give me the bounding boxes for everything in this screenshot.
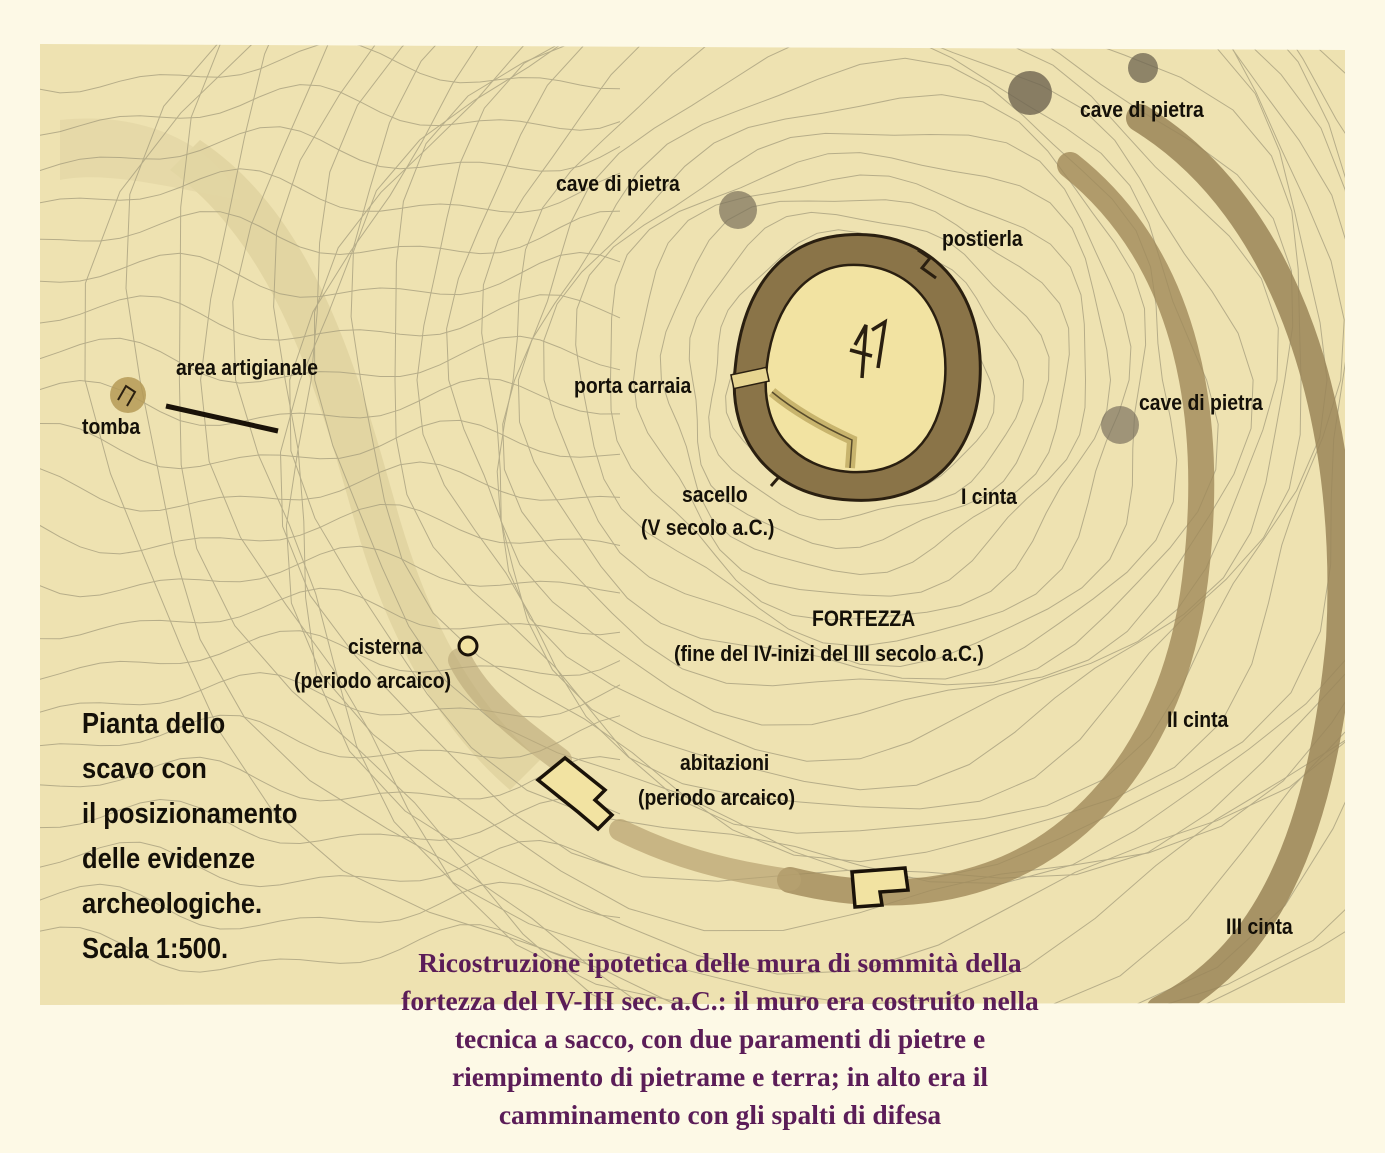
label-second-enclosure: II cinta [1167, 707, 1229, 732]
contour-line [40, 630, 621, 683]
legend-line: il posizionamento [82, 798, 298, 830]
contour-line [285, 44, 1345, 932]
contour-line [40, 881, 621, 930]
label-sacello-period: (V secolo a.C.) [641, 515, 775, 540]
tomb [110, 377, 146, 413]
contour-line [688, 211, 1050, 550]
label-sacello: sacello [682, 482, 748, 507]
contour-line [40, 798, 621, 845]
caption-line: camminamento con gli spalti di difesa [498, 1099, 942, 1130]
stone-quarry [1008, 71, 1052, 115]
postierla-gate [917, 248, 937, 280]
contour-line [40, 419, 621, 470]
label-stone-quarries-top-right: cave di pietra [1080, 97, 1204, 122]
terrain-valley-shading [170, 140, 540, 790]
contour-line [517, 57, 1178, 680]
contour-line [40, 839, 621, 888]
contour-line [200, 44, 1345, 1005]
contour-line [40, 461, 621, 512]
map-legend-caption: Pianta dello scavo con il posizionamento… [82, 702, 298, 972]
legend-line: scavo con [82, 753, 207, 785]
contour-line [125, 44, 1345, 1005]
label-dwellings: abitazioni [680, 750, 770, 775]
cistern [457, 635, 479, 657]
legend-line-scale: Scala 1:500. [82, 933, 229, 965]
contour-line [40, 756, 621, 802]
contour-line [40, 126, 621, 177]
label-third-enclosure: III cinta [1226, 914, 1293, 939]
label-dwellings-period: (periodo arcaico) [638, 785, 796, 810]
stone-quarry [1128, 53, 1158, 83]
label-stone-quarries-top-center: cave di pietra [556, 171, 680, 196]
label-porta-carraia: porta carraia [574, 373, 692, 398]
stone-quarry [719, 191, 757, 229]
contour-line [659, 199, 1070, 576]
archaic-dwelling [535, 755, 615, 832]
tomb-outline [117, 384, 137, 407]
caption-line: Ricostruzione ipotetica delle mura di so… [418, 947, 1022, 978]
porta-carraia-gate [730, 366, 770, 390]
label-postierla: postierla [942, 226, 1023, 251]
contour-line [40, 587, 621, 640]
contour-line [279, 44, 1345, 882]
contour-line [481, 44, 1279, 762]
label-stone-quarries-right: cave di pietra [1139, 390, 1263, 415]
second-enclosure-wall-segment [609, 819, 801, 891]
legend-line: Pianta dello [82, 708, 226, 740]
contour-line [40, 210, 621, 256]
figure-caption: Ricostruzione ipotetica delle mura di so… [250, 944, 1190, 1134]
label-first-enclosure: I cinta [961, 484, 1017, 509]
contour-line [273, 44, 1345, 975]
contour-line [40, 545, 621, 598]
stone-quarry [1101, 406, 1139, 444]
workshop-area-wall [165, 403, 279, 434]
contour-line [232, 44, 1345, 1005]
contour-line [40, 714, 621, 759]
contour-line [416, 44, 1302, 810]
contour-line [40, 924, 621, 973]
label-fortress: FORTEZZA [812, 606, 916, 631]
caption-line: tecnica a sacco, con due paramenti di pi… [454, 1023, 986, 1054]
contour-line [40, 84, 621, 136]
sacello-marker [769, 477, 780, 487]
contour-line [575, 132, 1132, 647]
label-cistern-period: (periodo arcaico) [294, 668, 452, 693]
archaic-dwelling [850, 866, 910, 909]
third-enclosure-wall [1126, 104, 1345, 1005]
contour-line [543, 94, 1147, 668]
contour-line [40, 251, 621, 298]
second-enclosure-wall [777, 152, 1215, 906]
access-path [448, 648, 572, 772]
contour-line [40, 335, 621, 384]
label-workshop-area: area artigianale [176, 355, 319, 380]
contour-line [40, 503, 621, 555]
contour-line [609, 152, 1112, 621]
contour-line [40, 294, 621, 341]
label-fortress-period: (fine del IV-inizi del III secolo a.C.) [674, 641, 984, 666]
contour-line [313, 44, 1345, 880]
contour-line [632, 174, 1087, 597]
contour-line [84, 44, 1345, 1005]
label-tomb: tomba [82, 414, 141, 439]
legend-line: delle evidenze [82, 843, 256, 875]
caption-line: riempimento di pietrame e terra; in alto… [451, 1061, 989, 1092]
fortress-first-enclosure [730, 232, 982, 502]
contour-line [446, 44, 1294, 791]
caption-line: fortezza del IV-III sec. a.C.: il muro e… [401, 985, 1039, 1016]
legend-line: archeologiche. [82, 888, 263, 920]
contour-line [40, 168, 621, 214]
central-structure [849, 318, 888, 379]
contour-line [289, 44, 1345, 885]
label-cistern: cisterna [348, 634, 423, 659]
